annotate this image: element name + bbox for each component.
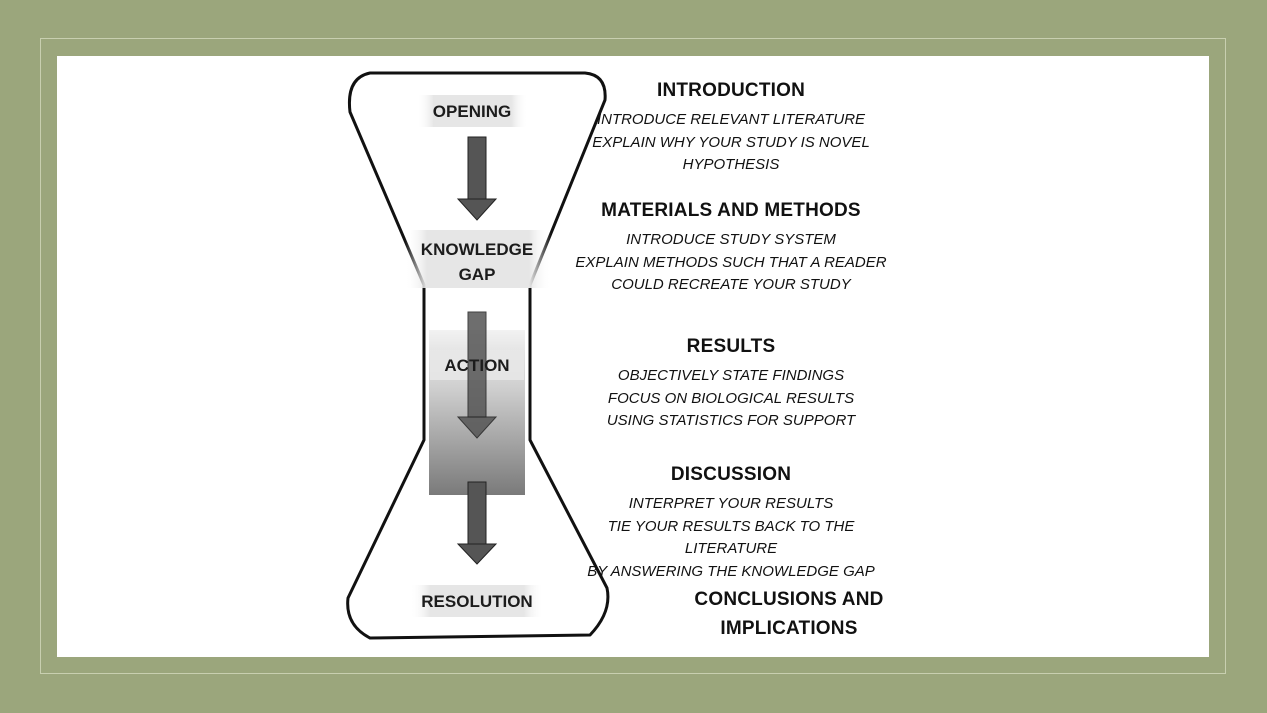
section-title: INTRODUCTION xyxy=(656,80,806,101)
section-title: MATERIALS AND METHODS xyxy=(601,200,861,221)
section-line: OBJECTIVELY STATE FINDINGS xyxy=(617,367,845,384)
section-line: HYPOTHESIS xyxy=(682,156,780,173)
knowledge-gap-label-bg xyxy=(405,230,551,288)
stage-resolution: RESOLUTION xyxy=(421,592,532,611)
stage-action: ACTION xyxy=(444,356,509,375)
section-line: INTERPRET YOUR RESULTS xyxy=(628,495,834,512)
outer-frame xyxy=(40,38,1226,674)
section-introduction: INTRODUCTION INTRODUCE RELEVANT LITERATU… xyxy=(560,80,902,177)
section-line: INTRODUCE RELEVANT LITERATURE xyxy=(596,111,866,128)
section-title: RESULTS xyxy=(686,336,776,357)
section-line: TIE YOUR RESULTS BACK TO THE LITERATURE xyxy=(607,517,855,558)
section-materials-methods: MATERIALS AND METHODS INTRODUCE STUDY SY… xyxy=(560,200,902,297)
content-panel xyxy=(57,56,1209,657)
section-line: USING STATISTICS FOR SUPPORT xyxy=(606,412,856,429)
section-title: DISCUSSION xyxy=(670,464,792,485)
section-discussion: DISCUSSION INTERPRET YOUR RESULTS TIE YO… xyxy=(560,464,902,583)
section-results: RESULTS OBJECTIVELY STATE FINDINGS FOCUS… xyxy=(560,336,902,433)
stage-opening: OPENING xyxy=(433,102,511,121)
conclusion-title-line2: IMPLICATIONS xyxy=(720,618,858,639)
resolution-label-bg xyxy=(410,585,544,617)
section-line: INTRODUCE STUDY SYSTEM xyxy=(626,231,836,248)
section-line: FOCUS ON BIOLOGICAL RESULTS xyxy=(607,389,855,407)
stage-gap: GAP xyxy=(459,265,496,284)
section-line: BY ANSWERING THE KNOWLEDGE GAP xyxy=(587,562,875,580)
section-line: EXPLAIN METHODS SUCH THAT A READER xyxy=(575,253,887,271)
conclusion-title-line1: CONCLUSIONS AND xyxy=(694,589,884,610)
down-arrow-icon xyxy=(456,136,498,221)
down-arrow-icon xyxy=(456,311,498,439)
down-arrow-icon xyxy=(456,481,498,565)
opening-label-bg xyxy=(417,95,528,127)
section-line: EXPLAIN WHY YOUR STUDY IS NOVEL xyxy=(592,133,870,151)
stage-knowledge: KNOWLEDGE xyxy=(421,240,533,259)
section-line: COULD RECREATE YOUR STUDY xyxy=(611,276,851,293)
section-conclusions: CONCLUSIONS AND IMPLICATIONS xyxy=(618,585,960,643)
